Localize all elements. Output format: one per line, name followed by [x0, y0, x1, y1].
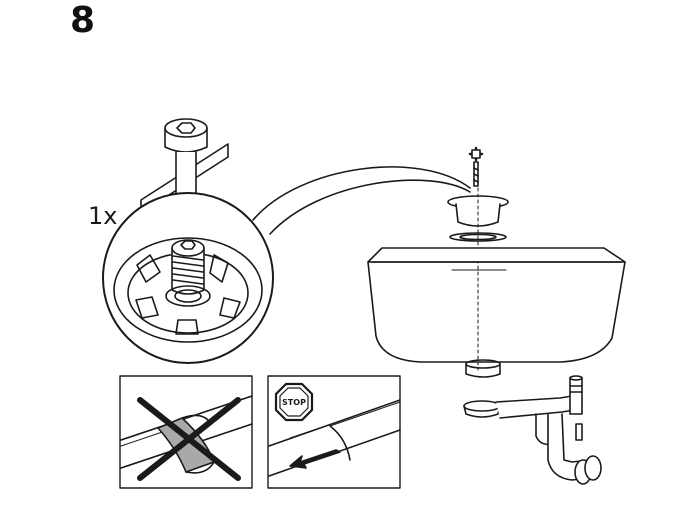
- stop-sign-icon: [274, 382, 314, 422]
- incorrect-method-panel: [119, 375, 253, 489]
- strainer-detail-circle: [102, 166, 471, 364]
- sink-assembly: [367, 146, 626, 485]
- quantity-label: 1x: [88, 202, 117, 230]
- step-number: 8: [70, 0, 96, 41]
- stop-sign-label: STOP: [282, 398, 306, 407]
- push-arrow-icon: [289, 449, 341, 469]
